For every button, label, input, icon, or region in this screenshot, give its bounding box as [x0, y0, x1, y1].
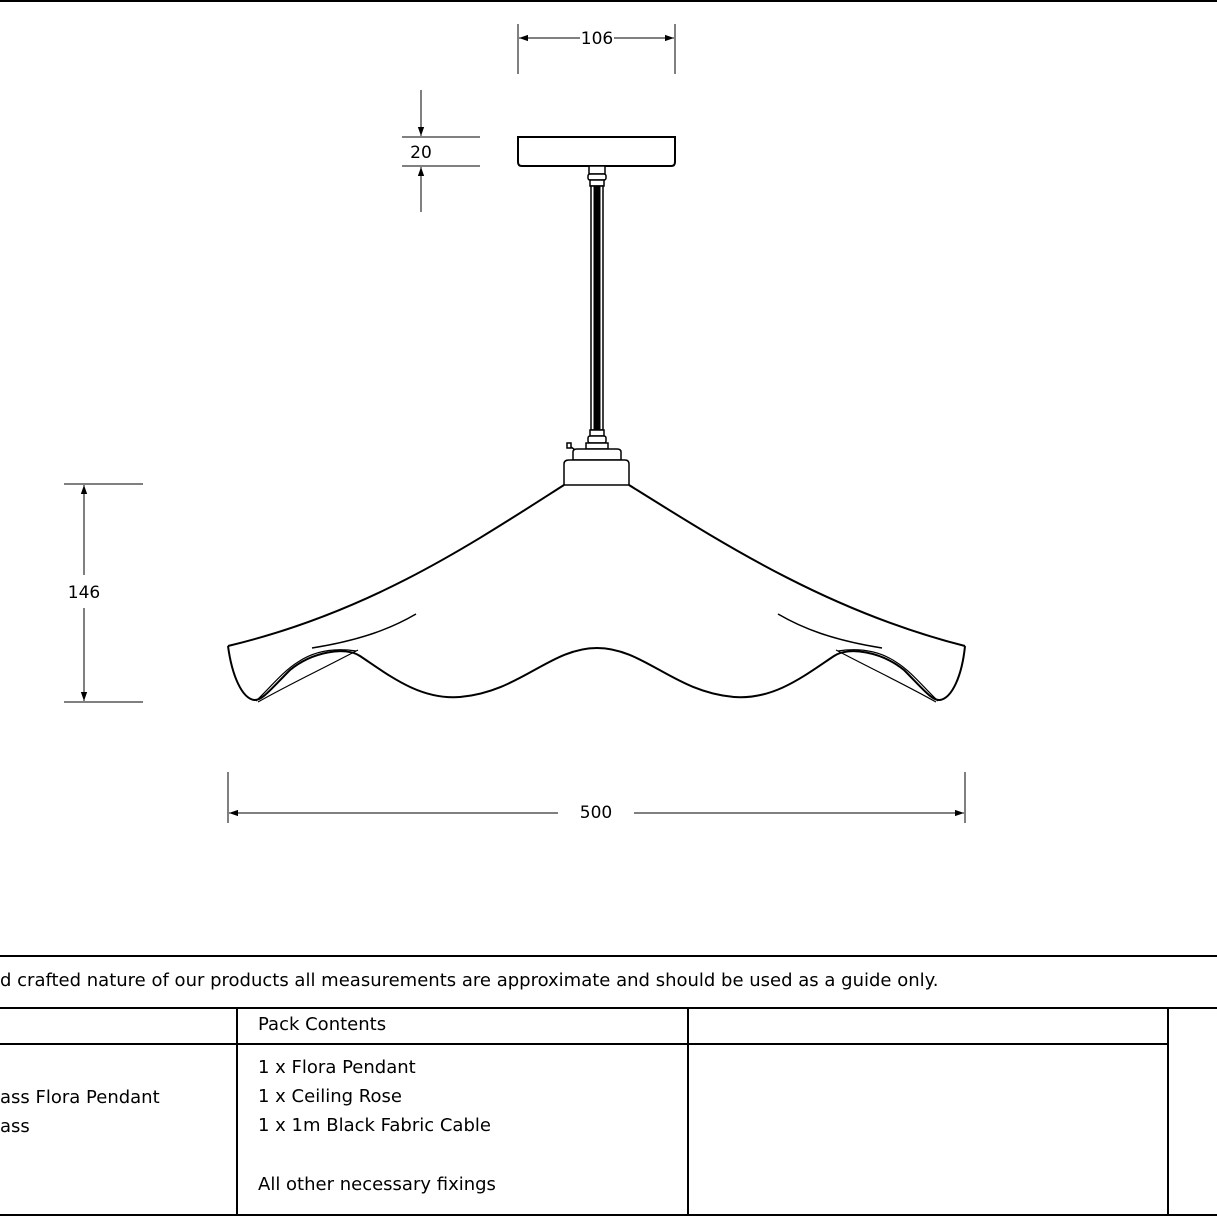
table-header-rule	[0, 1043, 1169, 1045]
pack-item: 1 x Flora Pendant	[258, 1057, 416, 1078]
flora-shade	[227, 484, 966, 703]
ceiling-rose-width-label: 106	[581, 29, 613, 49]
product-name-line: ass Flora Pendant	[0, 1087, 160, 1108]
cable-grip-top	[587, 165, 607, 187]
ceiling-rose-height-label: 20	[410, 143, 432, 163]
table-bottom-rule	[0, 1214, 1217, 1216]
ceiling-rose-width-dimension: 106	[517, 24, 676, 74]
table-header-pack-contents: Pack Contents	[258, 1014, 387, 1035]
ceiling-rose-height-dimension: 20	[402, 90, 480, 212]
pack-item: 1 x 1m Black Fabric Cable	[258, 1115, 491, 1136]
shade-height-dimension: 146	[64, 483, 143, 703]
pendant-technical-drawing: 106 20	[0, 0, 1217, 823]
table-column-divider	[1167, 1007, 1169, 1216]
product-finish-line: ass	[0, 1116, 30, 1137]
table-top-rule	[0, 1007, 1217, 1009]
shade-width-dimension: 500	[227, 772, 966, 823]
ceiling-rose	[517, 136, 676, 167]
measurement-disclaimer: d crafted nature of our products all mea…	[0, 970, 939, 991]
table-column-divider	[236, 1007, 238, 1216]
pack-item: All other necessary fixings	[258, 1174, 496, 1195]
pack-item: 1 x Ceiling Rose	[258, 1086, 402, 1107]
lamp-holder	[563, 429, 630, 486]
fabric-cable	[590, 185, 604, 431]
notes-top-rule	[0, 955, 1217, 957]
shade-height-label: 146	[68, 583, 100, 603]
table-column-divider	[687, 1007, 689, 1216]
shade-width-label: 500	[580, 803, 612, 823]
